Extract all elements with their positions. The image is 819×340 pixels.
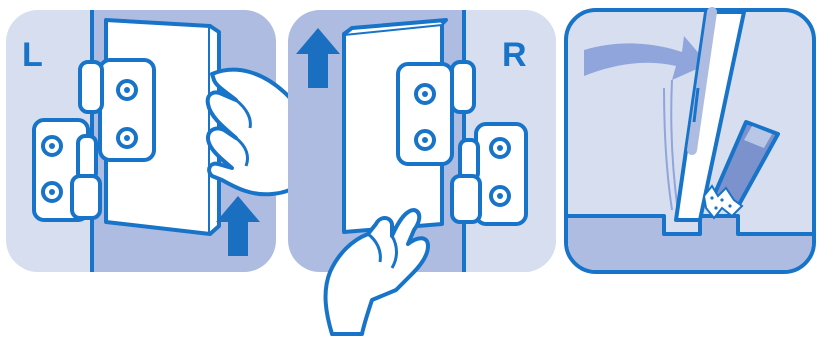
up-arrow-icon [296, 28, 340, 88]
hand-icon [205, 67, 314, 197]
screwdriver-icon [674, 7, 746, 222]
panel-right: R [288, 10, 556, 336]
debris-icon [702, 184, 744, 220]
panel-label-r: R [502, 36, 527, 74]
up-arrow-icon [216, 196, 260, 256]
hand-icon [323, 208, 430, 336]
hinge-icon [78, 58, 156, 162]
panel-screwdriver [564, 7, 816, 274]
frame-hinge-icon [450, 122, 528, 226]
curved-arrow-icon [584, 36, 708, 80]
motion-lines [663, 79, 679, 213]
hinge-icon [396, 60, 476, 166]
pry-tool-icon [710, 120, 780, 212]
panel-left: L [6, 10, 314, 272]
panel-label-l: L [22, 36, 43, 74]
frame-hinge-icon [32, 118, 102, 222]
